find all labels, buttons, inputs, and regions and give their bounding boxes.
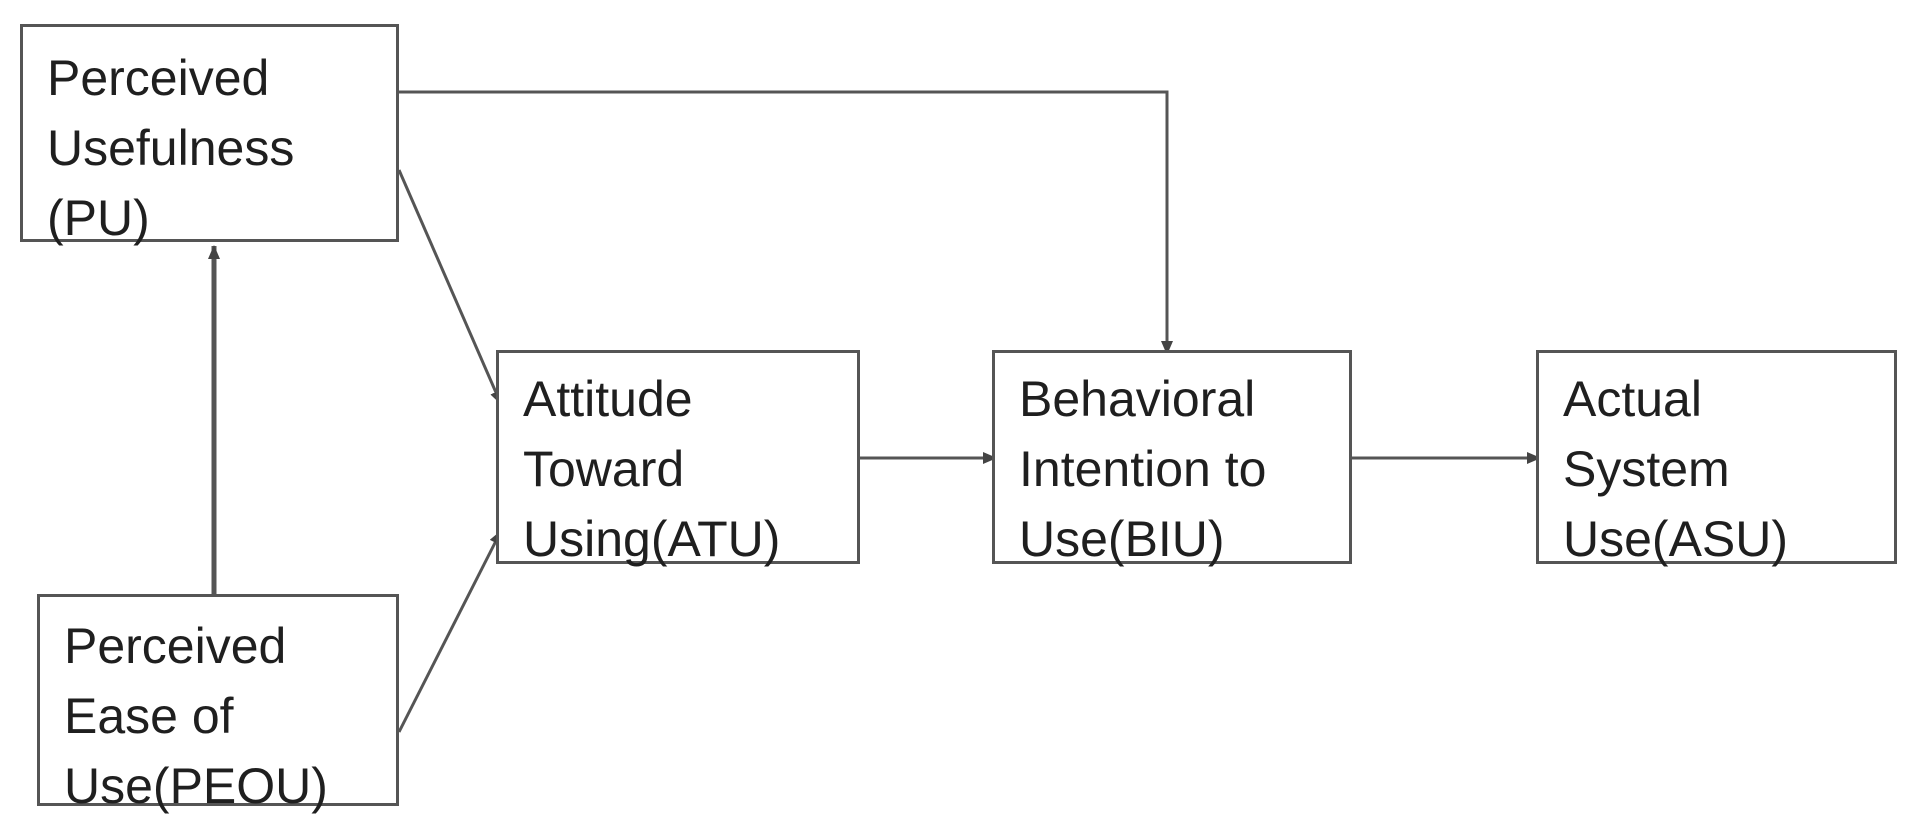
node-attitude-toward-using: Attitude Toward Using(ATU) <box>496 350 860 567</box>
edges-group <box>208 90 1541 733</box>
edge-pu-to-atu <box>397 169 503 405</box>
edge-pu-to-biu <box>399 90 1173 355</box>
node-behavioral-intention-to-use: Behavioral Intention to Use(BIU) <box>992 350 1352 567</box>
node-label-behavioral-intention-to-use: Behavioral Intention to Use(BIU) <box>1019 371 1267 567</box>
node-label-perceived-ease-of-use: Perceived Ease of Use(PEOU) <box>64 618 328 814</box>
node-label-attitude-toward-using: Attitude Toward Using(ATU) <box>523 371 781 567</box>
node-perceived-usefulness: Perceived Usefulness (PU) <box>20 24 399 246</box>
node-label-perceived-usefulness: Perceived Usefulness (PU) <box>47 50 295 246</box>
edge-peou-to-atu <box>397 530 503 733</box>
node-label-actual-system-use: Actual System Use(ASU) <box>1563 371 1789 567</box>
node-actual-system-use: Actual System Use(ASU) <box>1536 350 1897 567</box>
node-perceived-ease-of-use: Perceived Ease of Use(PEOU) <box>37 594 399 814</box>
